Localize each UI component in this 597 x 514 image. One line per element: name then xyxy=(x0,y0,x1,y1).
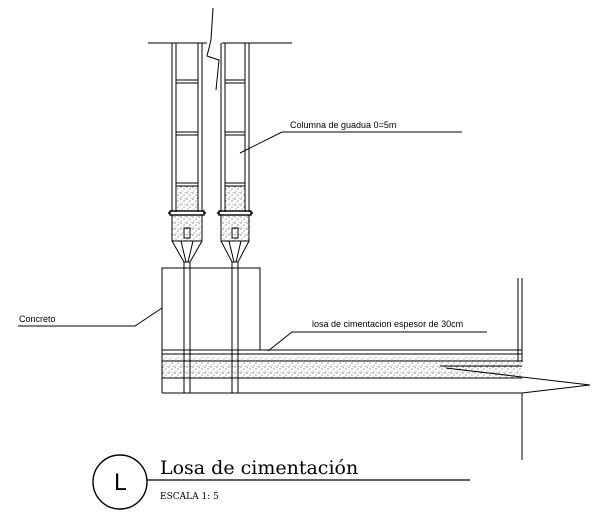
label-concrete: Concreto xyxy=(19,314,56,324)
connector-cone-right xyxy=(220,227,250,263)
detail-title: Losa de cimentación xyxy=(160,457,358,479)
foundation-slab xyxy=(161,349,522,394)
connector-cone-left xyxy=(171,227,203,263)
slab-break-end xyxy=(440,278,591,460)
steel-clamp-right xyxy=(217,210,253,216)
detail-scale: ESCALA 1: 5 xyxy=(160,492,219,502)
leader-column xyxy=(239,131,462,154)
leader-concrete xyxy=(18,307,163,327)
column-fill-right xyxy=(225,186,245,212)
leader-slab xyxy=(267,331,487,352)
concrete-block xyxy=(161,267,261,351)
break-symbol xyxy=(206,7,220,91)
bamboo-column-right xyxy=(220,43,250,212)
column-fill-left xyxy=(176,186,198,212)
label-column: Columna de guadua 0=5m xyxy=(290,120,396,130)
label-slab: losa de cimentacion espesor de 30cm xyxy=(312,319,463,329)
detail-tag-letter: L xyxy=(114,471,127,496)
detail-tag-circle xyxy=(92,454,148,510)
steel-clamp-left xyxy=(168,210,206,216)
